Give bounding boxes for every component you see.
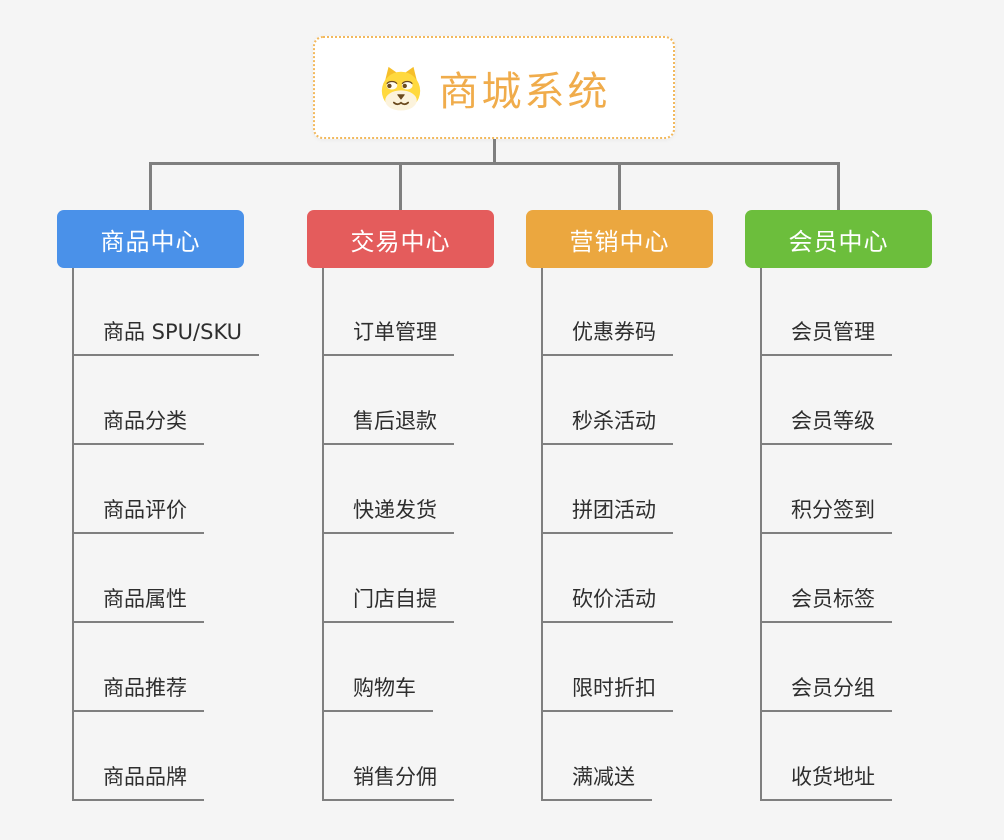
connector-drop [149, 162, 152, 211]
branch-spine [541, 268, 543, 801]
leaf-node[interactable]: 销售分佣 [322, 762, 454, 801]
branch-spine [322, 268, 324, 801]
leaf-node[interactable]: 拼团活动 [541, 495, 673, 534]
leaf-node[interactable]: 砍价活动 [541, 584, 673, 623]
branch-node-product-center[interactable]: 商品中心 [57, 210, 244, 268]
leaf-node[interactable]: 商品推荐 [72, 673, 204, 712]
leaf-node[interactable]: 商品品牌 [72, 762, 204, 801]
connector-bus [149, 162, 840, 165]
leaf-node[interactable]: 会员分组 [760, 673, 892, 712]
leaf-node[interactable]: 满减送 [541, 762, 652, 801]
leaf-node[interactable]: 限时折扣 [541, 673, 673, 712]
root-node[interactable]: 商城系统 [313, 36, 675, 139]
connector-drop [837, 162, 840, 211]
leaf-node[interactable]: 秒杀活动 [541, 406, 673, 445]
leaf-node[interactable]: 订单管理 [322, 317, 454, 356]
connector-drop [618, 162, 621, 211]
branch-spine [760, 268, 762, 801]
leaf-node[interactable]: 会员标签 [760, 584, 892, 623]
leaf-node[interactable]: 积分签到 [760, 495, 892, 534]
leaf-node[interactable]: 门店自提 [322, 584, 454, 623]
root-title: 商城系统 [438, 68, 611, 115]
branch-spine [72, 268, 74, 801]
leaf-node[interactable]: 购物车 [322, 673, 433, 712]
doge-icon [381, 66, 420, 111]
connector-drop [399, 162, 402, 211]
leaf-node[interactable]: 会员管理 [760, 317, 892, 356]
leaf-node[interactable]: 售后退款 [322, 406, 454, 445]
leaf-node[interactable]: 会员等级 [760, 406, 892, 445]
leaf-node[interactable]: 商品 SPU/SKU [72, 317, 260, 356]
leaf-node[interactable]: 收货地址 [760, 762, 892, 801]
leaf-node[interactable]: 商品评价 [72, 495, 204, 534]
branch-node-trade-center[interactable]: 交易中心 [307, 210, 494, 268]
connector-stem [493, 139, 496, 163]
leaf-node[interactable]: 快递发货 [322, 495, 454, 534]
leaf-node[interactable]: 优惠券码 [541, 317, 673, 356]
branch-node-member-center[interactable]: 会员中心 [745, 210, 932, 268]
branch-node-marketing-center[interactable]: 营销中心 [526, 210, 713, 268]
leaf-node[interactable]: 商品属性 [72, 584, 204, 623]
leaf-node[interactable]: 商品分类 [72, 406, 204, 445]
